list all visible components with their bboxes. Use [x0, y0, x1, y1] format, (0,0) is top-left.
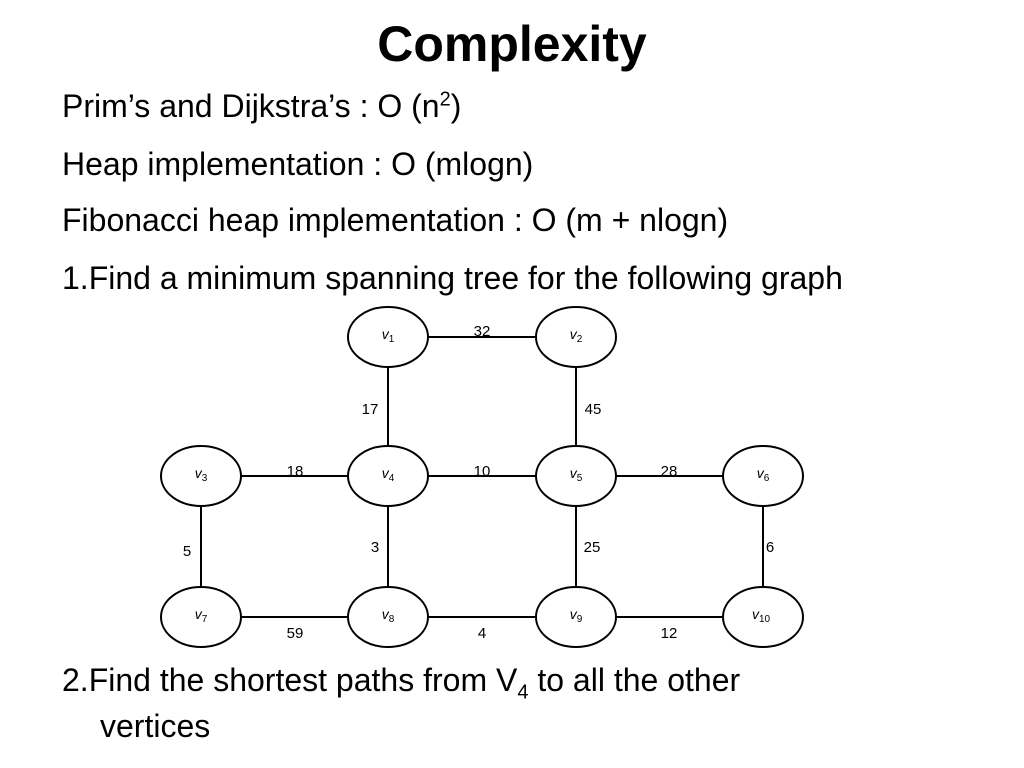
question-2-shortest-paths: 2.Find the shortest paths from V4 to all… [62, 660, 741, 704]
vertex-v4: v4 [347, 445, 429, 507]
vertex-circle [722, 586, 804, 648]
edge-weight-v5-v6: 28 [661, 463, 678, 480]
vertex-v3: v3 [160, 445, 242, 507]
vertex-circle [722, 445, 804, 507]
vertex-subscript: 5 [577, 473, 583, 484]
vertex-subscript: 2 [577, 334, 583, 345]
vertex-letter: v [570, 326, 578, 342]
line-tail: to all the other [528, 662, 741, 698]
vertex-label: v7 [195, 606, 208, 625]
edge-weight-v1-v2: 32 [474, 323, 491, 340]
edge-weight-v4-v8: 3 [371, 539, 379, 556]
edge-weight-v4-v5: 10 [474, 463, 491, 480]
edge-weight-v9-v10: 12 [661, 625, 678, 642]
vertex-subscript: 9 [577, 614, 583, 625]
subscript: 4 [517, 681, 529, 704]
vertex-v1: v1 [347, 306, 429, 368]
vertex-circle [160, 445, 242, 507]
edge-weight-v7-v8: 59 [287, 625, 304, 642]
vertex-subscript: 7 [202, 614, 208, 625]
complexity-line-prim-dijkstra: Prim’s and Dijkstra’s : O (n2) [62, 86, 461, 126]
vertex-letter: v [382, 465, 390, 481]
exponent: 2 [439, 88, 451, 111]
vertex-subscript: 3 [202, 473, 208, 484]
vertex-v2: v2 [535, 306, 617, 368]
edge-weight-v6-v10: 6 [766, 539, 774, 556]
vertex-label: v5 [570, 465, 583, 484]
vertex-label: v1 [382, 326, 395, 345]
vertex-circle [535, 306, 617, 368]
vertex-subscript: 10 [759, 614, 771, 625]
vertex-v6: v6 [722, 445, 804, 507]
vertex-letter: v [195, 465, 203, 481]
vertex-letter: v [570, 465, 578, 481]
vertex-label: v9 [570, 606, 583, 625]
edge-weight-v8-v9: 4 [478, 625, 486, 642]
edge-weight-v3-v7: 5 [183, 543, 191, 560]
edge-weight-v3-v4: 18 [287, 463, 304, 480]
vertex-subscript: 4 [389, 473, 395, 484]
vertex-label: v3 [195, 465, 208, 484]
vertex-v9: v9 [535, 586, 617, 648]
edge-weight-v1-v4: 17 [362, 401, 379, 418]
line-tail: ) [450, 88, 462, 124]
vertex-subscript: 6 [764, 473, 770, 484]
vertex-circle [347, 445, 429, 507]
vertex-v5: v5 [535, 445, 617, 507]
vertex-letter: v [570, 606, 578, 622]
question-1-mst: 1.Find a minimum spanning tree for the f… [62, 260, 843, 296]
edge-weight-v2-v5: 45 [585, 401, 602, 418]
slide-title: Complexity [377, 16, 647, 72]
vertex-subscript: 1 [389, 334, 395, 345]
question-2-continuation: vertices [100, 708, 211, 744]
edge-weight-v5-v9: 25 [584, 539, 601, 556]
vertex-label: v4 [382, 465, 395, 484]
vertex-v10: v10 [722, 586, 804, 648]
vertex-label: v2 [570, 326, 583, 345]
vertex-label: v8 [382, 606, 395, 625]
vertex-v8: v8 [347, 586, 429, 648]
vertex-circle [535, 586, 617, 648]
vertex-label: v6 [757, 465, 770, 484]
complexity-line-heap: Heap implementation : O (mlogn) [62, 146, 534, 182]
complexity-line-fibonacci: Fibonacci heap implementation : O (m + n… [62, 202, 729, 238]
vertex-subscript: 8 [389, 614, 395, 625]
vertex-circle [535, 445, 617, 507]
vertex-circle [160, 586, 242, 648]
vertex-letter: v [752, 606, 760, 622]
line-text: Prim’s and Dijkstra’s : O (n [62, 88, 440, 124]
vertex-letter: v [382, 606, 390, 622]
vertex-letter: v [195, 606, 203, 622]
vertex-circle [347, 586, 429, 648]
vertex-circle [347, 306, 429, 368]
vertex-label: v10 [752, 606, 771, 625]
vertex-letter: v [382, 326, 390, 342]
vertex-letter: v [757, 465, 765, 481]
vertex-v7: v7 [160, 586, 242, 648]
line-text: 2.Find the shortest paths from V [62, 662, 518, 698]
